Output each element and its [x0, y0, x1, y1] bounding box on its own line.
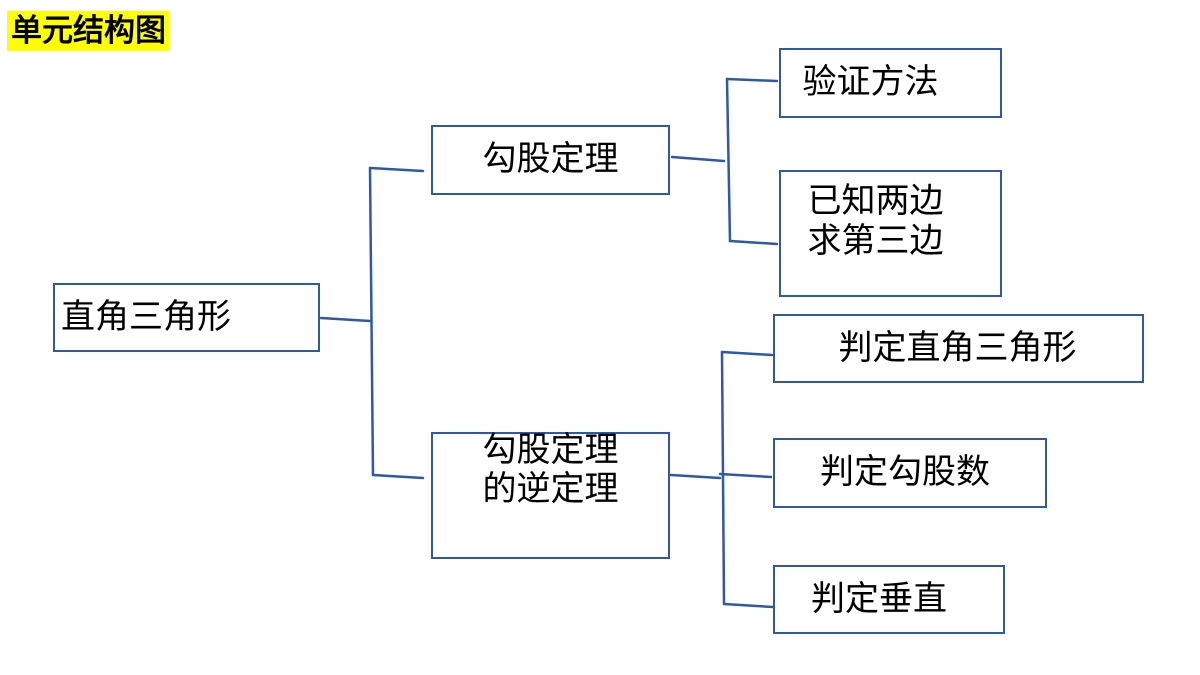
node-proof-methods: 验证方法 [779, 48, 1002, 118]
node-judge-right-triangle: 判定直角三角形 [773, 314, 1144, 383]
node-converse-theorem: 勾股定理 的逆定理 [431, 430, 670, 559]
node-find-third-side-label: 已知两边 求第三边 [807, 181, 944, 261]
node-find-third-side: 已知两边 求第三边 [779, 170, 1002, 297]
node-root-label: 直角三角形 [61, 296, 231, 337]
connector-converse-spine [720, 350, 726, 606]
node-judge-pythagorean-triple-label: 判定勾股数 [820, 452, 990, 493]
node-judge-pythagorean-triple: 判定勾股数 [773, 438, 1047, 508]
connector-to-judge-triple [718, 472, 773, 479]
diagram-title: 单元结构图 [7, 11, 169, 51]
node-proof-methods-label: 验证方法 [802, 62, 939, 103]
connector-converse-stub [669, 473, 722, 480]
connector-root-stub [319, 316, 372, 323]
node-pythagorean-theorem: 勾股定理 [431, 125, 670, 195]
connector-root-spine [368, 166, 375, 477]
connector-pythagorean-stub [670, 155, 726, 163]
node-judge-perpendicular-label: 判定垂直 [811, 578, 947, 619]
connector-to-proof-methods [725, 77, 779, 83]
node-judge-right-triangle-label: 判定直角三角形 [838, 327, 1077, 368]
connector-to-find-third-side [728, 239, 779, 246]
node-converse-theorem-label: 勾股定理 的逆定理 [482, 430, 619, 510]
connector-pythagorean-spine [725, 77, 732, 243]
connector-to-judge-right-triangle [720, 350, 774, 357]
connector-to-pythagorean [368, 166, 425, 173]
node-judge-perpendicular: 判定垂直 [773, 565, 1005, 634]
connector-to-judge-perpendicular [722, 602, 775, 609]
node-root: 直角三角形 [53, 283, 320, 352]
node-pythagorean-theorem-label: 勾股定理 [482, 139, 619, 180]
connector-to-converse [371, 473, 425, 480]
